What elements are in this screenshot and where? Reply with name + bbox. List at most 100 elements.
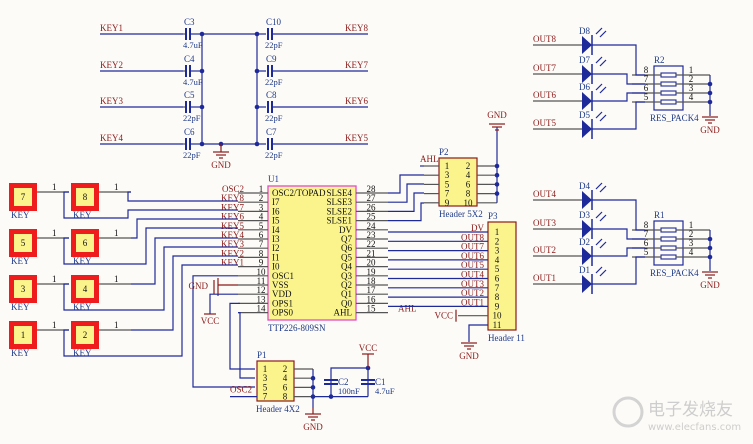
chip-pin-name: Q2 <box>341 280 352 290</box>
chip-pin-number: 8 <box>259 248 264 258</box>
header-pin-number: 6 <box>466 179 471 189</box>
net-label-KEY5: KEY5 <box>221 221 244 231</box>
net-label-OUT6: OUT6 <box>461 251 484 261</box>
capacitor-C4 <box>185 65 191 77</box>
led-ref: D5 <box>579 110 590 120</box>
chip-pin-number: 24 <box>367 221 377 231</box>
header-ref: P1 <box>257 350 267 360</box>
header-pin-number: 3 <box>263 373 268 383</box>
wire <box>592 247 645 257</box>
pad-label: KEY <box>11 348 30 358</box>
wire <box>229 302 255 370</box>
net-label-KEY3: KEY3 <box>221 239 244 249</box>
wire <box>592 101 645 130</box>
rpack-pin-number: 7 <box>644 74 649 84</box>
net-label-OUT6: OUT6 <box>533 90 556 100</box>
gnd-label: GND <box>189 281 209 291</box>
chip-pin-name: I2 <box>272 243 280 253</box>
chip-pin-number: 15 <box>367 304 377 314</box>
led-ray <box>599 241 607 249</box>
header-pin-number: 9 <box>445 198 450 208</box>
wire <box>592 73 645 85</box>
pad-fill <box>14 188 32 206</box>
pad-fill <box>76 234 94 252</box>
net-label-AHL: AHL <box>420 154 439 164</box>
chip-pin-name: OSC1 <box>272 271 294 281</box>
header-ref: P2 <box>439 147 449 157</box>
cap-ref: C8 <box>266 90 277 100</box>
led-ray <box>595 111 603 119</box>
cap-ref: C4 <box>184 54 195 64</box>
rpack-pin-number: 3 <box>689 83 694 93</box>
pad-label: KEY <box>73 302 92 312</box>
pad-label: KEY <box>11 256 30 266</box>
capacitor-C6 <box>185 138 191 150</box>
pad-number: 8 <box>83 192 88 202</box>
net-label-KEY1: KEY1 <box>221 258 244 268</box>
header-pin-number: 1 <box>445 161 450 171</box>
rpack-pin-number: 4 <box>689 92 694 102</box>
net-label-KEY3: KEY3 <box>100 96 123 106</box>
chip-pin-name: I5 <box>272 216 280 226</box>
led-triangle <box>582 275 592 293</box>
pad-label: KEY <box>73 210 92 220</box>
gnd-symbol: GND <box>303 413 323 432</box>
resistor-pack-R2 <box>653 65 684 111</box>
header-pin-number: 6 <box>283 382 288 392</box>
cap-value: 22pF <box>183 150 201 160</box>
wire <box>592 228 645 240</box>
cap-value: 22pF <box>265 150 283 160</box>
gnd-label: GND <box>700 125 720 135</box>
led-triangle <box>582 220 592 238</box>
chip-pin-number: 26 <box>367 202 377 212</box>
rpack-pin-number: 8 <box>644 220 649 230</box>
junction-dot <box>328 394 334 399</box>
led-triangle <box>582 92 592 110</box>
header-pin-number: 3 <box>445 170 450 180</box>
chip-pin-number: 5 <box>259 221 264 231</box>
net-label-OUT2: OUT2 <box>461 288 484 298</box>
header-pin-number: 4 <box>283 373 288 383</box>
capacitor-C1 <box>361 379 375 385</box>
pad-fill <box>76 188 94 206</box>
led-D1: D1 <box>579 265 607 294</box>
chip-pin-name: VDD <box>272 289 292 299</box>
net-label-KEY7: KEY7 <box>221 202 244 212</box>
vcc-symbol: VCC <box>201 313 219 326</box>
rpack-pin-number: 4 <box>689 247 694 257</box>
led-ref: D1 <box>579 265 590 275</box>
chip-pin-number: 3 <box>259 202 264 212</box>
cap-ref: C3 <box>184 17 195 27</box>
led-triangle <box>582 120 592 138</box>
net-label-AHL: AHL <box>398 304 417 314</box>
header-pin-number: 2 <box>283 364 288 374</box>
net-label-OUT2: OUT2 <box>533 245 556 255</box>
header-pin-number: 10 <box>464 198 474 208</box>
header-pin-number: 7 <box>495 283 500 293</box>
header-pin-number: 3 <box>495 246 500 256</box>
capacitor-C3 <box>185 28 191 40</box>
header-pin-number: 2 <box>495 236 500 246</box>
cap-ref: C5 <box>184 90 195 100</box>
header-pin-number: 8 <box>283 392 288 402</box>
net-label-KEY4: KEY4 <box>100 133 123 143</box>
header-p3-body <box>487 221 517 331</box>
led-ray <box>595 211 603 219</box>
net-label-OUT8: OUT8 <box>533 34 556 44</box>
chip-pin-name: I7 <box>272 197 280 207</box>
chip-pin-name: DV <box>339 225 352 235</box>
header-pin-number: 9 <box>495 301 500 311</box>
header-pin-number: 1 <box>263 364 268 374</box>
cap-ref: C6 <box>184 127 195 137</box>
chip-pin-number: 6 <box>259 230 264 240</box>
cap-ref: C1 <box>375 377 386 387</box>
wire <box>131 237 238 285</box>
pad-label: KEY <box>11 210 30 220</box>
chip-pin-number: 4 <box>259 212 264 222</box>
pad-pin-number: 1 <box>52 320 57 330</box>
pad-label: KEY <box>73 256 92 266</box>
chip-part-number: TTP226-809SN <box>268 323 326 333</box>
